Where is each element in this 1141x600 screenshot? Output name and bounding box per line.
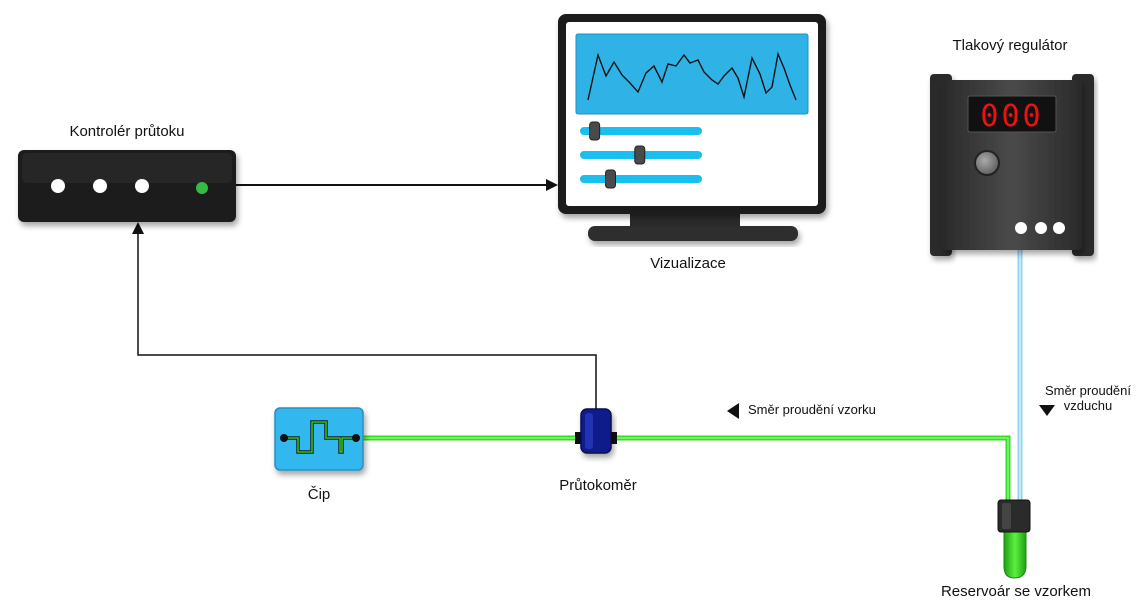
monitor-neck bbox=[630, 210, 740, 230]
monitor-graph-panel bbox=[575, 33, 809, 115]
flowmeter bbox=[575, 408, 617, 454]
sample-tube-highlight bbox=[356, 437, 1009, 500]
chip-port-left bbox=[280, 434, 288, 442]
monitor bbox=[558, 14, 826, 241]
reservoir-cap-highlight bbox=[1002, 503, 1011, 529]
chip bbox=[274, 407, 364, 471]
controller-led-white-3 bbox=[135, 179, 149, 193]
flow-controller-label: Kontrolér průtoku bbox=[69, 123, 185, 140]
flow-controller bbox=[18, 150, 236, 222]
air-flow-direction-line2: vzduchu bbox=[1063, 398, 1113, 413]
flowmeter-to-controller-arrow bbox=[132, 222, 597, 410]
chip-channel-fill bbox=[284, 421, 356, 453]
pressure-regulator: 000 bbox=[930, 74, 1094, 256]
chip-port-right bbox=[352, 434, 360, 442]
controller-led-green bbox=[196, 182, 208, 194]
controller-led-white-2 bbox=[93, 179, 107, 193]
regulator-port-1 bbox=[1015, 222, 1027, 234]
monitor-slider-track bbox=[580, 127, 702, 135]
sample-reservoir-label: Reservoár se vzorkem bbox=[940, 583, 1092, 600]
regulator-port-2 bbox=[1035, 222, 1047, 234]
chip-body bbox=[274, 407, 364, 471]
sample-tube bbox=[356, 435, 1011, 500]
monitor-base bbox=[588, 226, 798, 241]
flowmeter-label: Průtokoměr bbox=[559, 477, 637, 494]
monitor-slider-track bbox=[580, 175, 702, 183]
regulator-display-digits: 000 bbox=[980, 99, 1043, 134]
flowmeter-connector-right bbox=[607, 432, 617, 444]
pressure-regulator-label: Tlakový regulátor bbox=[952, 37, 1068, 54]
monitor-slider-knob bbox=[605, 169, 616, 189]
flowmeter-connector-left bbox=[575, 432, 585, 444]
air-flow-direction-label: Směr proudění vzduchu bbox=[1040, 383, 1136, 413]
sample-flow-direction-label: Směr proudění vzorku bbox=[748, 402, 876, 417]
regulator-display bbox=[967, 95, 1057, 133]
sample-flow-direction-icon bbox=[727, 403, 739, 419]
regulator-port-3 bbox=[1053, 222, 1065, 234]
sample-reservoir bbox=[997, 499, 1031, 579]
chip-label: Čip bbox=[307, 486, 331, 503]
air-flow-direction-line1: Směr proudění bbox=[1045, 383, 1131, 398]
flowmeter-highlight bbox=[585, 413, 593, 449]
air-flow-direction-icon bbox=[1039, 405, 1055, 416]
monitor-slider-knob bbox=[634, 145, 646, 165]
monitor-graph-line bbox=[587, 51, 797, 101]
visualization-label: Vizualizace bbox=[650, 255, 726, 272]
monitor-slider-knob bbox=[589, 121, 601, 141]
monitor-sliders bbox=[580, 121, 702, 189]
regulator-knob bbox=[974, 150, 1000, 176]
controller-led-white-1 bbox=[51, 179, 65, 193]
reservoir-tube bbox=[1003, 527, 1027, 579]
